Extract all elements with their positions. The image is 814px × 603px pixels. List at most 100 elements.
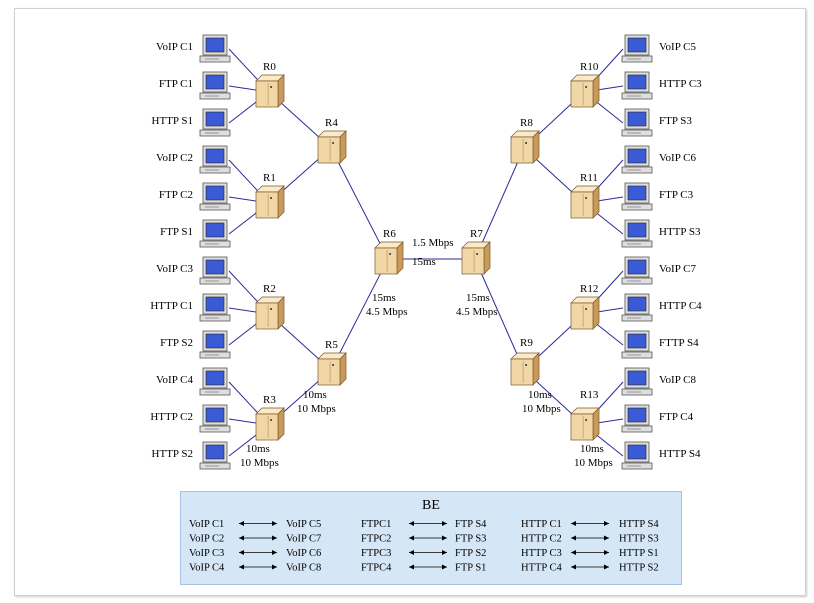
computer-icon: [621, 293, 653, 322]
left-mid-bandwidth-label: 4.5 Mbps: [366, 306, 408, 318]
router-r8: [510, 130, 540, 164]
legend-destination: HTTP S2: [619, 563, 659, 574]
r5-delay-label: 10ms: [303, 389, 327, 401]
router-label-r4: R4: [325, 117, 338, 129]
router-r9: [510, 352, 540, 386]
computer-icon: [199, 293, 231, 322]
link-r5-r6: [330, 258, 389, 371]
host-label-h19: HTTP C4: [659, 300, 702, 312]
host-label-h6: VoIP C3: [156, 263, 193, 275]
legend-source: FTPC1: [361, 519, 391, 530]
legend-destination: HTTP S4: [619, 519, 659, 530]
legend-source: HTTP C2: [521, 534, 562, 545]
legend-destination: HTTP S3: [619, 534, 659, 545]
host-label-h17: HTTP S3: [659, 226, 701, 238]
legend-pair: VoIP C4 VoIP C8: [189, 563, 321, 574]
host-label-h20: FTTP S4: [659, 337, 699, 349]
router-label-r10: R10: [580, 61, 599, 73]
host-label-h1: FTP C1: [159, 78, 193, 90]
router-r13: [570, 407, 600, 441]
legend-source: VoIP C3: [189, 548, 224, 559]
router-label-r7: R7: [470, 228, 483, 240]
legend-source: VoIP C1: [189, 519, 224, 530]
computer-icon: [621, 108, 653, 137]
router-label-r1: R1: [263, 172, 276, 184]
host-label-h2: HTTP S1: [152, 115, 193, 127]
router-r6: [374, 241, 404, 275]
r5-bandwidth-label: 10 Mbps: [297, 403, 336, 415]
host-label-h11: HTTP S2: [152, 448, 193, 460]
host-label-h10: HTTP C2: [150, 411, 193, 423]
legend-source: HTTP C1: [521, 519, 562, 530]
legend-pair: HTTP C4 HTTP S2: [521, 563, 659, 574]
link-r7-r9: [474, 258, 525, 371]
computer-icon: [199, 219, 231, 248]
router-label-r8: R8: [520, 117, 533, 129]
router-r0: [255, 74, 285, 108]
r3-delay-label: 10ms: [246, 443, 270, 455]
r13-delay-label: 10ms: [580, 443, 604, 455]
computer-icon: [199, 256, 231, 285]
computer-icon: [199, 404, 231, 433]
legend-pair: VoIP C2 VoIP C7: [189, 534, 321, 545]
host-label-h5: FTP S1: [160, 226, 193, 238]
router-label-r5: R5: [325, 339, 338, 351]
host-label-h4: FTP C2: [159, 189, 193, 201]
right-mid-bandwidth-label: 4.5 Mbps: [456, 306, 498, 318]
legend-pair: FTPC2 FTP S3: [361, 534, 486, 545]
legend-pair: VoIP C3 VoIP C6: [189, 548, 321, 559]
computer-icon: [199, 441, 231, 470]
computer-icon: [199, 71, 231, 100]
router-r12: [570, 296, 600, 330]
legend-destination: FTP S3: [455, 534, 486, 545]
host-label-h14: FTP S3: [659, 115, 692, 127]
computer-icon: [621, 404, 653, 433]
legend-source: VoIP C4: [189, 563, 225, 574]
legend-destination: VoIP C6: [286, 548, 321, 559]
legend-source: VoIP C2: [189, 534, 224, 545]
router-r4: [317, 130, 347, 164]
labels-layer: 1.5 Mbps 15ms 15ms 4.5 Mbps 15ms 4.5 Mbp…: [240, 237, 613, 469]
r3-bandwidth-label: 10 Mbps: [240, 457, 279, 469]
computer-icon: [199, 182, 231, 211]
legend-destination: VoIP C7: [286, 534, 321, 545]
host-label-h21: VoIP C8: [659, 374, 696, 386]
link-r7-r8: [474, 147, 525, 260]
legend-destination: VoIP C8: [286, 563, 321, 574]
host-label-h23: HTTP S4: [659, 448, 701, 460]
router-r3: [255, 407, 285, 441]
router-r1: [255, 185, 285, 219]
computer-icon: [621, 367, 653, 396]
legend-source: FTPC4: [361, 563, 392, 574]
host-label-h12: VoIP C5: [659, 41, 696, 53]
diagram-frame: [14, 8, 806, 596]
computer-icon: [199, 145, 231, 174]
legend-destination: HTTP S1: [619, 548, 659, 559]
host-label-h18: VoIP C7: [659, 263, 696, 275]
computer-icon: [621, 145, 653, 174]
computer-icon: [621, 71, 653, 100]
right-mid-delay-label: 15ms: [466, 292, 490, 304]
router-label-r11: R11: [580, 172, 598, 184]
router-label-r13: R13: [580, 389, 599, 401]
legend-source: FTPC2: [361, 534, 391, 545]
host-label-h13: HTTP C3: [659, 78, 702, 90]
computer-icon: [621, 182, 653, 211]
legend-pair: HTTP C1 HTTP S4: [521, 519, 659, 530]
router-r5: [317, 352, 347, 386]
router-label-r6: R6: [383, 228, 396, 240]
router-r7: [461, 241, 491, 275]
legend-title: BE: [422, 498, 440, 513]
legend-destination: FTP S2: [455, 548, 486, 559]
core-link-delay-label: 15ms: [412, 256, 436, 268]
legend-source: HTTP C4: [521, 563, 562, 574]
legend-pair: HTTP C2 HTTP S3: [521, 534, 659, 545]
